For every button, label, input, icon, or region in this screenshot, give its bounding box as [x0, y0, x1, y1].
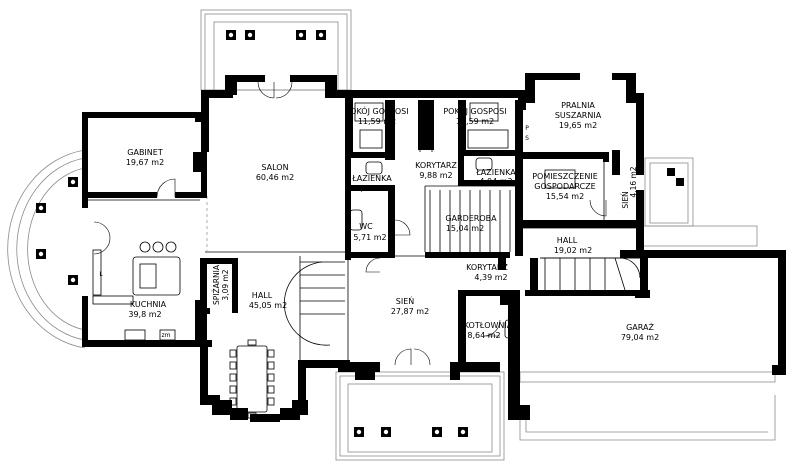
column-markers: [36, 30, 468, 437]
label-korytarz-1: KORYTARZ: [415, 161, 457, 170]
area-sien-small: 4,16 m2: [629, 166, 638, 197]
walls: [82, 73, 786, 422]
area-garderoba: 15,04 m2: [446, 224, 484, 233]
label-salon: SALON: [261, 163, 288, 172]
label-pomieszczenie-2: GOSPODARCZE: [534, 182, 595, 191]
label-kuchnia: KUCHNIA: [130, 300, 167, 309]
area-pokoj-1: 11,59 m2: [358, 117, 396, 126]
label-pralnia-1: PRALNIA: [561, 101, 595, 110]
area-hall-left: 45,05 m2: [249, 301, 287, 310]
label-pokoj-1: POKÓJ GOSPOSI: [345, 105, 408, 116]
mark-s: S: [525, 135, 529, 142]
area-wc: 5,71 m2: [353, 233, 386, 242]
label-kotlownia: KOTŁOWNIA: [464, 321, 513, 330]
label-hall-left: HALL: [252, 291, 273, 300]
furniture: [92, 102, 576, 419]
label-pralnia-2: SUSZARNIA: [555, 111, 602, 120]
area-lazienka-2: 4,04 m2: [479, 177, 512, 186]
mark-zm: zm: [162, 332, 171, 339]
area-salon: 60,46 m2: [256, 173, 294, 182]
area-korytarz-1: 9,88 m2: [419, 171, 452, 180]
area-pralnia: 19,65 m2: [559, 121, 597, 130]
label-sien-main: SIEŃ: [396, 295, 414, 306]
label-lazienka-2: ŁAZIENKA: [475, 168, 516, 177]
label-garderoba: GARDEROBA: [445, 214, 497, 223]
label-sien-small: SIEŃ: [621, 191, 630, 208]
mark-p: P: [525, 125, 529, 132]
area-hall-right: 19,02 m2: [554, 246, 592, 255]
label-pokoj-2: POKÓJ GOSPOSI: [443, 105, 506, 116]
label-korytarz-2: KORYTARZ: [466, 263, 508, 272]
area-pomieszczenie: 15,54 m2: [546, 192, 584, 201]
area-spizarnia: 3,09 m2: [221, 269, 230, 300]
area-garaz: 79,04 m2: [621, 333, 659, 342]
stairs: [283, 190, 641, 346]
label-garaz: GARAŻ: [626, 322, 654, 332]
area-pokoj-2: 11,59 m2: [456, 117, 494, 126]
label-pomieszczenie-1: POMIESZCZENIE: [532, 172, 598, 181]
area-lazienka-1: 4,09 m2: [355, 184, 388, 193]
label-wc: WC: [359, 222, 373, 231]
room-labels: GABINET 19,67 m2 SALON 60,46 m2 POKÓJ GO…: [99, 101, 659, 342]
label-gabinet: GABINET: [127, 148, 163, 157]
area-kuchnia: 39,8 m2: [128, 310, 161, 319]
area-sien-main: 27,87 m2: [391, 307, 429, 316]
area-gabinet: 19,67 m2: [126, 158, 164, 167]
area-kotlownia: 8,64 m2: [467, 331, 500, 340]
door-swings: [93, 81, 607, 366]
mark-l: L: [99, 271, 103, 278]
area-korytarz-2: 4,39 m2: [474, 273, 507, 282]
label-lazienka-1: ŁAZIENKA: [351, 174, 392, 183]
label-spizarnia: SPIŻARNIA: [212, 264, 221, 305]
label-hall-right: HALL: [557, 236, 578, 245]
